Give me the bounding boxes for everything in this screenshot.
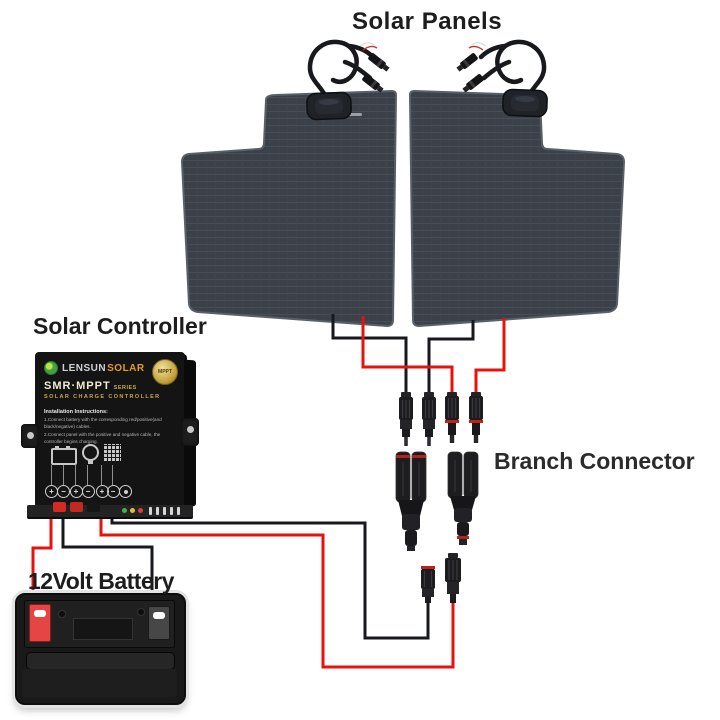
screw-icon xyxy=(137,608,145,616)
terminal-load-negative: − xyxy=(81,485,95,498)
mounting-ear-right xyxy=(181,418,199,446)
cable-mc4-left-1 xyxy=(367,52,391,73)
cable-mc4-right-1 xyxy=(455,52,479,73)
battery-12v xyxy=(15,593,186,705)
battery-label: 12Volt Battery xyxy=(28,568,174,594)
terminal-load-positive: + xyxy=(69,485,83,498)
terminal-line xyxy=(101,465,102,485)
terminal-battery-negative: − xyxy=(57,485,70,498)
connector-pin xyxy=(177,507,180,515)
led-green-icon xyxy=(122,508,127,513)
instructions-title: Installation Instructions: xyxy=(44,409,108,415)
lensun-logo-icon xyxy=(44,361,58,375)
battery-post-negative xyxy=(148,606,170,640)
junction-box-left xyxy=(306,91,352,121)
installation-instructions: Installation Instructions: 1.Connect bat… xyxy=(44,409,176,447)
battery-groove xyxy=(26,652,175,670)
solar-panel-left xyxy=(181,90,397,327)
terminal-line xyxy=(63,465,64,485)
connector-pin xyxy=(149,507,152,515)
wire-black-solar-negative xyxy=(110,495,430,640)
battery-label-recess xyxy=(73,618,133,640)
lamp-icon xyxy=(82,444,99,464)
controller-base xyxy=(27,502,193,517)
battery-icon xyxy=(51,446,77,465)
model-line: SMR·MPPT SERIES xyxy=(44,380,137,392)
battery-front-face xyxy=(22,669,177,697)
model-series: SERIES xyxy=(113,385,137,391)
terminal-line xyxy=(112,465,113,485)
wire-red-panel-right xyxy=(474,318,506,394)
instruction-line-2: 2.Connect panel with the positive and ne… xyxy=(44,431,161,444)
mounting-hole-icon xyxy=(26,432,34,439)
panel-cable-right xyxy=(478,39,547,102)
model-name: SMR·MPPT xyxy=(44,380,111,392)
cable-stub-red xyxy=(53,502,66,512)
terminal-line xyxy=(75,465,76,485)
screw-icon xyxy=(58,610,66,618)
battery-terminal-deck xyxy=(24,600,175,648)
wire-black-panel-left xyxy=(331,314,408,394)
terminal-line xyxy=(87,465,88,485)
cable-stub-red xyxy=(70,502,83,512)
solar-charge-controller: LENSUN SOLAR MPPT SMR·MPPT SERIES SOLAR … xyxy=(21,352,199,517)
terminal-line xyxy=(51,465,52,485)
battery-post-positive xyxy=(29,604,51,642)
panel-cable-left xyxy=(307,39,376,102)
post-slot xyxy=(34,610,46,617)
mounting-hole-icon xyxy=(186,426,194,433)
wire-red-solar-positive xyxy=(99,495,455,669)
terminal-aux xyxy=(119,485,132,498)
solar-panel-right xyxy=(409,90,625,327)
mc4-connector-female-1 xyxy=(444,391,460,444)
branch-connector-label: Branch Connector xyxy=(494,448,695,474)
branch-connector-left xyxy=(395,451,427,551)
led-red-icon xyxy=(138,508,143,513)
cable-wire-red-left xyxy=(362,45,378,51)
instruction-line-1: 1.Connect battery with the corresponding… xyxy=(44,417,162,429)
mc4-connector-male-2 xyxy=(421,391,437,447)
wire-black-battery-negative xyxy=(61,495,154,606)
panel-label-dash xyxy=(348,113,362,116)
brand-name-secondary: SOLAR xyxy=(107,362,145,374)
cable-wire-white-left xyxy=(359,42,375,47)
cable-mc4-right-2 xyxy=(461,73,485,94)
branch-connector-right xyxy=(447,451,479,545)
led-yellow-icon xyxy=(130,508,135,513)
terminal-solar-negative: − xyxy=(106,485,120,498)
cable-wire-red-right xyxy=(468,45,484,51)
connector-pin xyxy=(170,507,173,515)
brand-name-primary: LENSUN xyxy=(62,362,107,374)
solar-controller-label: Solar Controller xyxy=(33,313,207,339)
mounting-ear-left xyxy=(21,424,39,448)
solar-panel-grid-icon xyxy=(104,444,121,461)
mc4-connector-output-positive xyxy=(445,553,461,603)
mc4-connector-female-2 xyxy=(468,391,484,444)
mc4-connector-male-1 xyxy=(398,391,414,447)
solar-panels-label: Solar Panels xyxy=(352,8,503,35)
controller-subtitle: SOLAR CHARGE CONTROLLER xyxy=(44,394,161,400)
mppt-badge: MPPT xyxy=(152,359,178,385)
connector-pin xyxy=(156,507,159,515)
post-slot xyxy=(153,612,165,619)
wire-red-battery-positive xyxy=(31,495,53,606)
connector-pin xyxy=(163,507,166,515)
junction-box-right xyxy=(502,88,548,118)
cable-wire-white-right xyxy=(471,42,487,47)
mc4-connector-output-negative xyxy=(421,566,435,603)
brand-logo: LENSUN SOLAR xyxy=(44,361,145,375)
wire-red-panel-left xyxy=(361,316,454,394)
cable-stub-black xyxy=(87,502,100,512)
